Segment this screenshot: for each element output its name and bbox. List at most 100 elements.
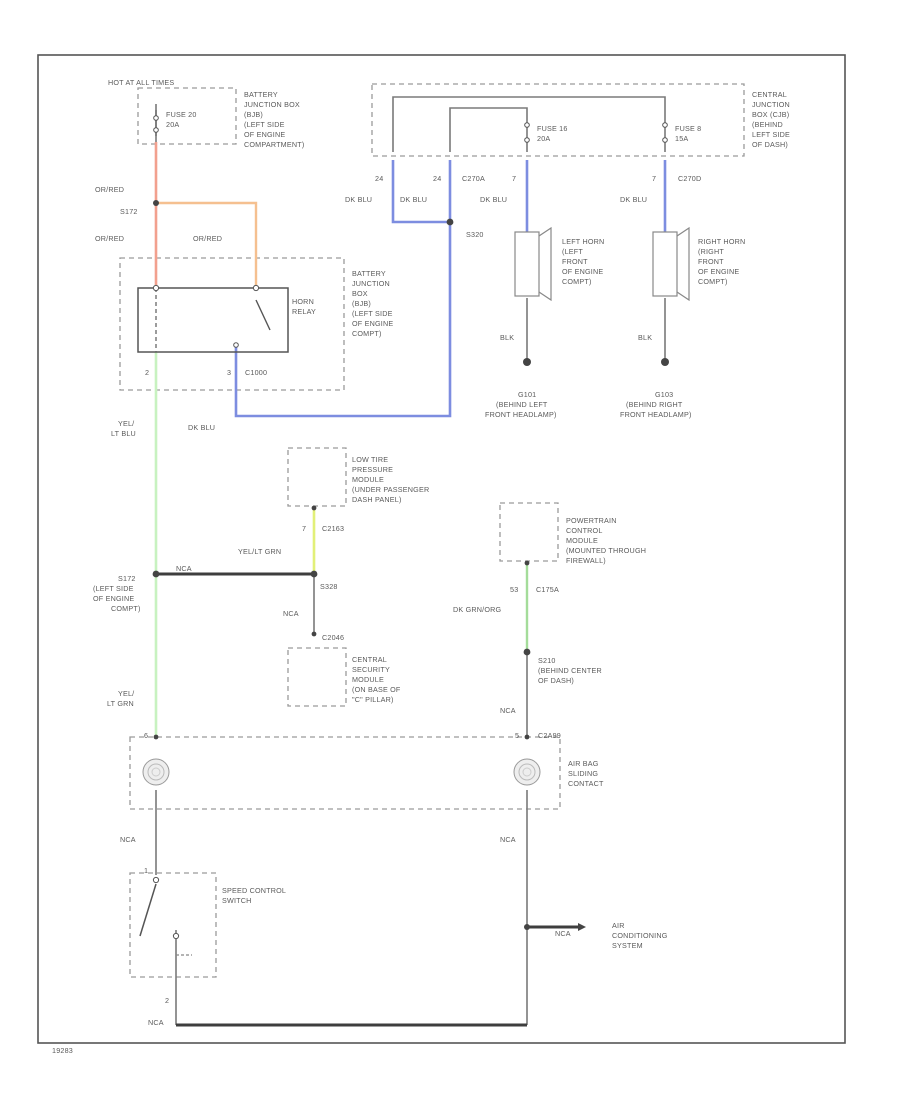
or-red-branch-wire	[156, 201, 258, 285]
bjb-mid-label-7: COMPT)	[352, 329, 382, 338]
right-horn-label-2: (RIGHT	[698, 247, 724, 256]
dk-blu-wire-c1000	[234, 222, 452, 418]
fuse-8-icon	[662, 122, 668, 143]
airbag-label-1: AIR BAG	[568, 759, 599, 768]
csm-label-5: "C" PILLAR)	[352, 695, 394, 704]
right-horn-icon	[652, 226, 690, 302]
bjb-mid-label-2: JUNCTION	[352, 279, 390, 288]
g101-label: G101	[518, 390, 536, 399]
speed-switch-label-2: SWITCH	[222, 896, 252, 905]
nca-label-5: NCA	[555, 929, 571, 938]
fuse-20-icon	[153, 110, 159, 136]
bjb-top-label-2: JUNCTION BOX	[244, 100, 300, 109]
dk-grn-org-label: DK GRN/ORG	[453, 605, 502, 614]
pin-53-label: 53	[510, 585, 518, 594]
s210-location-label-1: (BEHIND CENTER	[538, 666, 602, 675]
c175a-label: C175A	[536, 585, 559, 594]
c2163-pin-dot	[311, 505, 317, 511]
c175a-pin-dot	[524, 560, 530, 566]
cjb-label-4: (BEHIND	[752, 120, 783, 129]
ltpm-label-1: LOW TIRE	[352, 455, 388, 464]
pcm-label-4: (MOUNTED THROUGH	[566, 546, 646, 555]
cjb-label-1: CENTRAL	[752, 90, 787, 99]
airbag-box	[129, 736, 561, 810]
c270a-label: C270A	[462, 174, 485, 183]
g101-location-label-2: FRONT HEADLAMP)	[485, 410, 557, 419]
nca-label-4: NCA	[500, 835, 516, 844]
yel-ltgrn-label-1: YEL/LT GRN	[238, 547, 281, 556]
right-horn-label-1: RIGHT HORN	[698, 237, 745, 246]
airbag-label-2: SLIDING	[568, 769, 598, 778]
pin-6-label: 6	[144, 731, 148, 740]
c270d-label: C270D	[678, 174, 701, 183]
bjb-mid-label-5: (LEFT SIDE	[352, 309, 393, 318]
pin-2b-label: 2	[165, 996, 169, 1005]
s210-location-label-2: OF DASH)	[538, 676, 574, 685]
left-horn-label-5: COMPT)	[562, 277, 592, 286]
ac-label-3: SYSTEM	[612, 941, 643, 950]
bjb-mid-label-3: BOX	[352, 289, 368, 298]
ac-splice-dot	[524, 924, 530, 930]
ltpm-label-2: PRESSURE	[352, 465, 393, 474]
s320-label: S320	[466, 230, 484, 239]
s172b-location-label-3: COMPT)	[111, 604, 141, 613]
cjb-inner-bus-wire	[449, 107, 528, 152]
yel-ltgrn-label-2b: LT GRN	[107, 699, 134, 708]
s328-label: S328	[320, 582, 338, 591]
c2a99-pin-dot-left	[153, 734, 159, 740]
yel-ltgrn-label-2a: YEL/	[118, 689, 134, 698]
nca-label-3: NCA	[120, 835, 136, 844]
bjb-mid-box	[119, 257, 345, 391]
ltpm-label-4: (UNDER PASSENGER	[352, 485, 429, 494]
s172b-splice-dot	[152, 570, 160, 578]
airbag-coil-right-icon	[513, 758, 541, 786]
speed-switch-label-1: SPEED CONTROL	[222, 886, 286, 895]
c2a99-label: C2A99	[538, 731, 561, 740]
c2a99-pin-dot-right	[524, 734, 530, 740]
airbag-label-3: CONTACT	[568, 779, 604, 788]
nca-label-splice: NCA	[176, 564, 192, 573]
fuse-8-amp-label: 15A	[675, 134, 688, 143]
ltpm-box	[287, 447, 347, 507]
blk-label-1: BLK	[500, 333, 514, 342]
g103-label: G103	[655, 390, 673, 399]
horn-relay-icon	[137, 284, 289, 353]
fuse-16-amp-label: 20A	[537, 134, 550, 143]
pcm-box	[499, 502, 559, 562]
ac-label-2: CONDITIONING	[612, 931, 668, 940]
diagram-frame	[37, 54, 846, 1044]
cjb-label-2: JUNCTION	[752, 100, 790, 109]
pin-24a-label: 24	[375, 174, 383, 183]
left-horn-label-4: OF ENGINE	[562, 267, 603, 276]
airbag-coil-left-icon	[142, 758, 170, 786]
c1000-label: C1000	[245, 368, 267, 377]
dk-blu-label-4: DK BLU	[620, 195, 647, 204]
fuse-16-label: FUSE 16	[537, 124, 568, 133]
ac-label-1: AIR	[612, 921, 625, 930]
hot-at-all-times-label: HOT AT ALL TIMES	[108, 78, 174, 87]
g103-location-label-2: FRONT HEADLAMP)	[620, 410, 692, 419]
csm-box	[287, 647, 347, 707]
speed-switch-box	[129, 872, 217, 978]
s210-splice-dot	[523, 648, 531, 656]
pin-3-label: 3	[227, 368, 231, 377]
nca-label-6: NCA	[148, 1018, 164, 1027]
s328-splice-dot	[310, 570, 318, 578]
dk-blu-wire-24a	[391, 160, 450, 224]
csm-label-3: MODULE	[352, 675, 384, 684]
cjb-label-5: LEFT SIDE	[752, 130, 790, 139]
figure-code-label: 19283	[52, 1046, 73, 1055]
pin-2-label: 2	[145, 368, 149, 377]
s172b-location-label-2: OF ENGINE	[93, 594, 134, 603]
fuse-16-icon	[524, 122, 530, 143]
right-horn-label-5: COMPT)	[698, 277, 728, 286]
left-horn-label-2: (LEFT	[562, 247, 583, 256]
g103-location-label-1: (BEHIND RIGHT	[626, 400, 683, 409]
ltpm-label-5: DASH PANEL)	[352, 495, 402, 504]
pin-7c-label: 7	[302, 524, 306, 533]
right-horn-label-4: OF ENGINE	[698, 267, 739, 276]
pcm-label-5: FIREWALL)	[566, 556, 606, 565]
ltpm-label-3: MODULE	[352, 475, 384, 484]
speed-control-switch-icon	[139, 876, 192, 956]
pcm-label-3: MODULE	[566, 536, 598, 545]
